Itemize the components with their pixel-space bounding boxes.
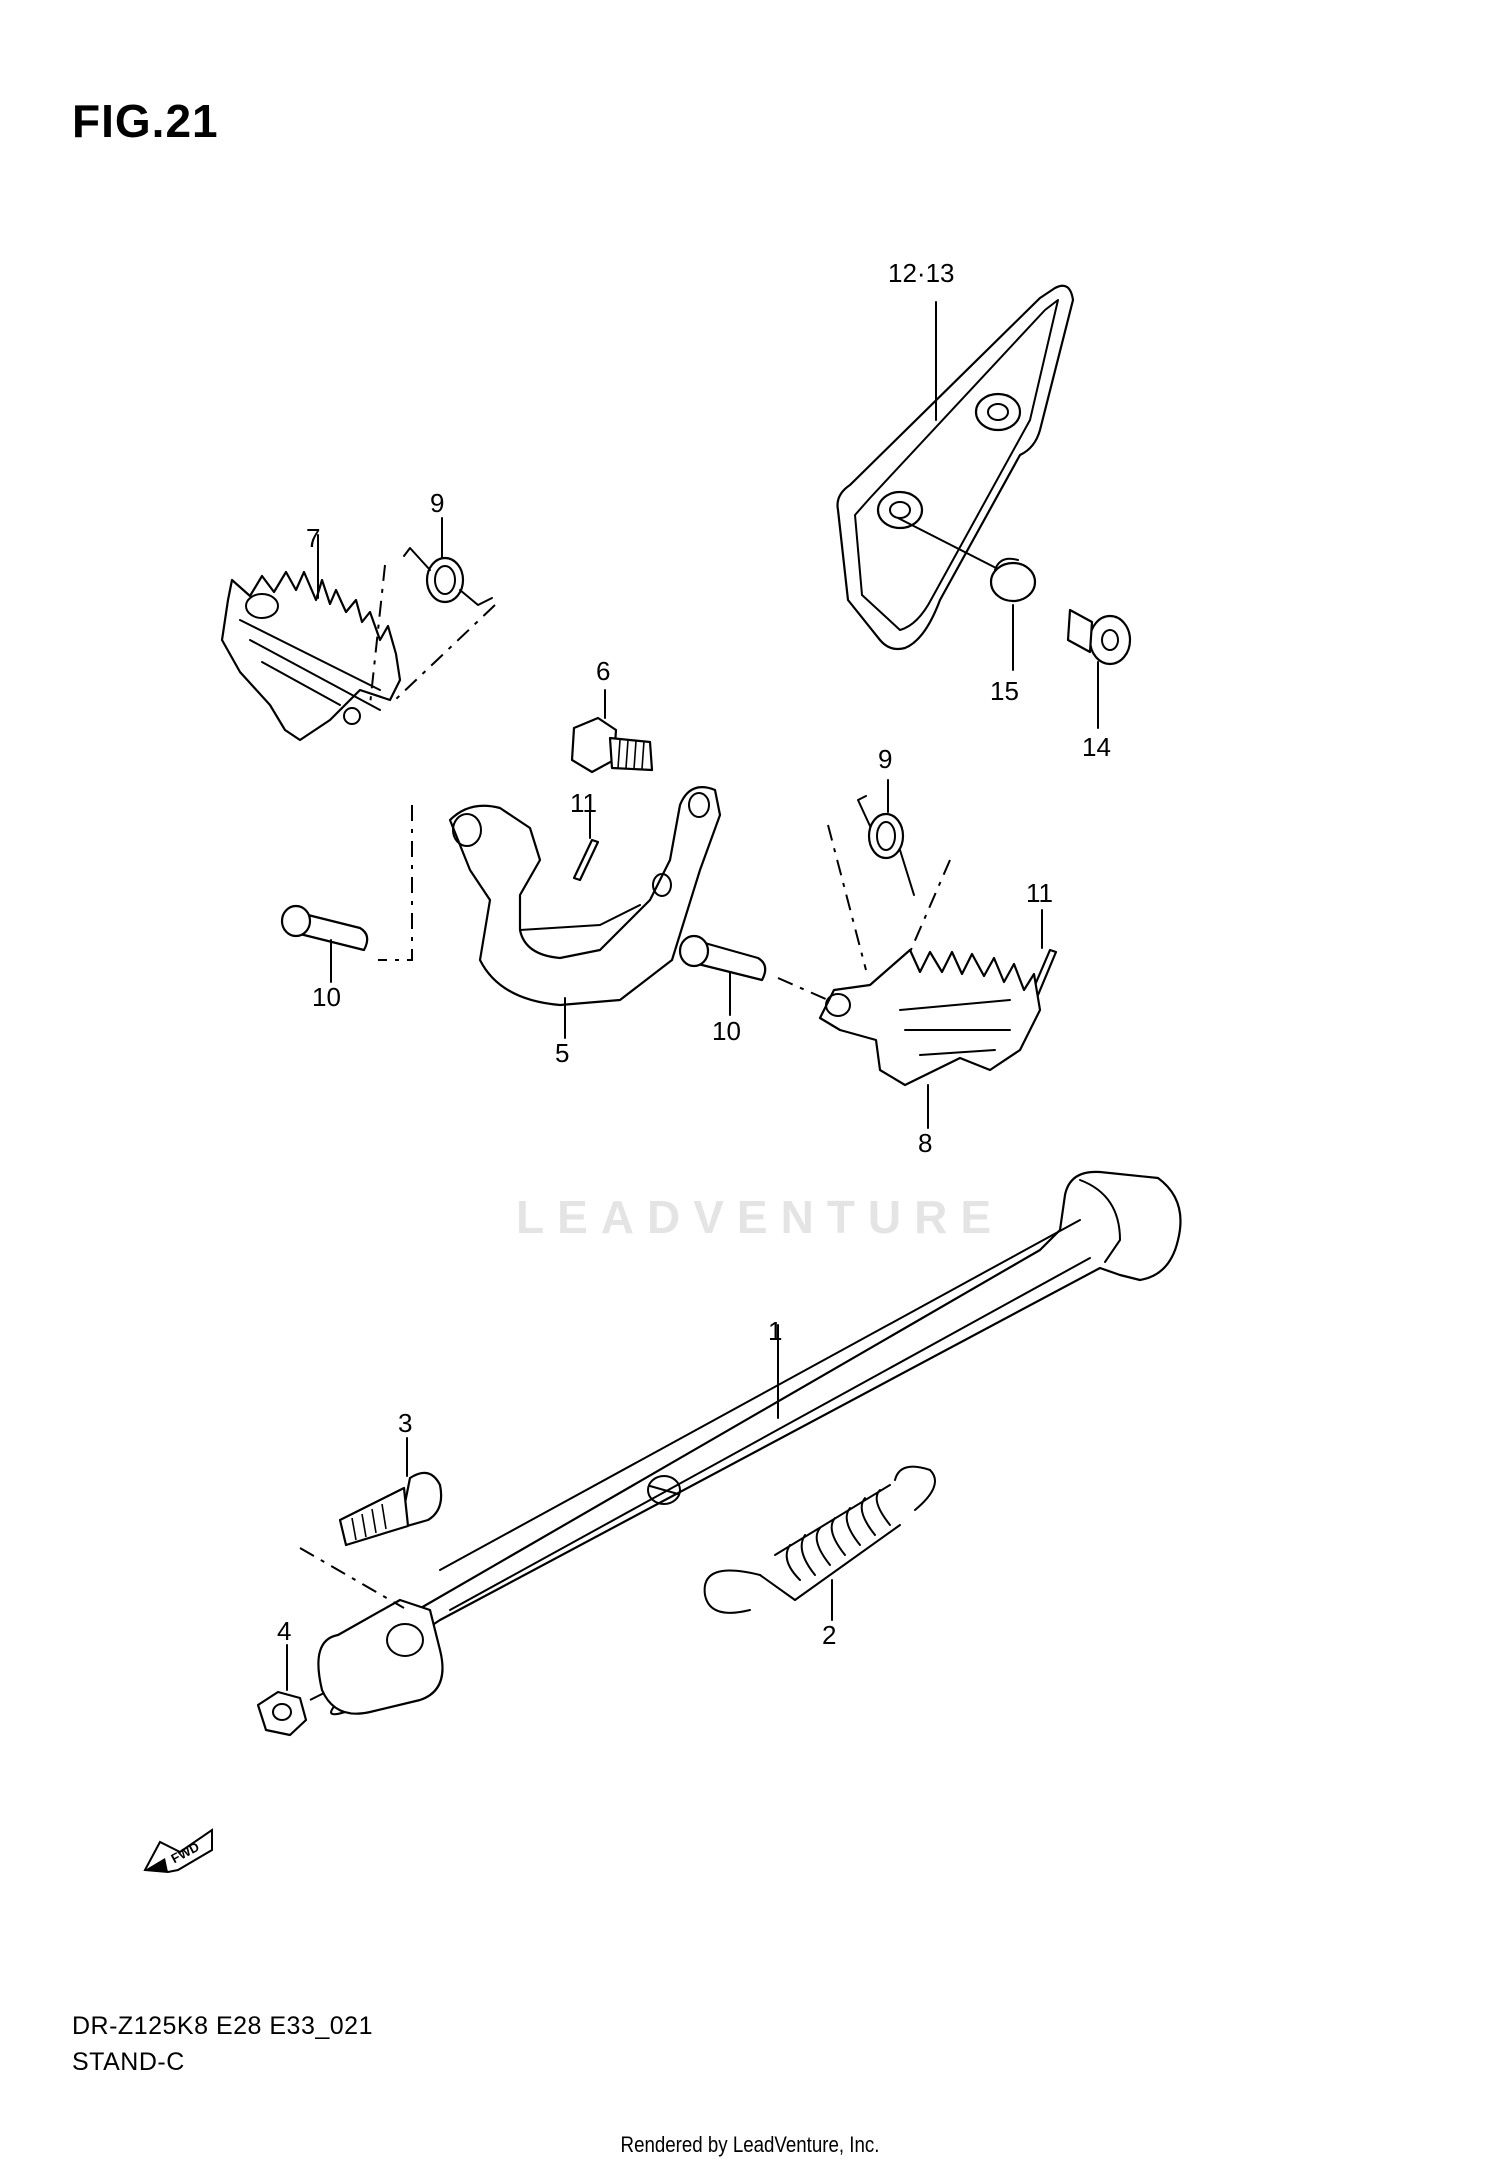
forward-arrow-icon: FWD	[143, 1828, 213, 1874]
right-footrest[interactable]	[818, 948, 1042, 1087]
callout-9-lower[interactable]: 9	[878, 744, 892, 774]
callout-14[interactable]: 14	[1082, 732, 1111, 762]
side-stand[interactable]	[317, 1170, 1182, 1716]
frame-cover-plate[interactable]	[836, 284, 1075, 651]
callout-1[interactable]: 1	[768, 1316, 782, 1346]
callout-11-lower[interactable]: 11	[1026, 878, 1053, 908]
callout-7[interactable]: 7	[306, 523, 320, 553]
collar-bolt[interactable]	[1066, 608, 1132, 666]
callout-15[interactable]: 15	[990, 676, 1019, 706]
callout-3[interactable]: 3	[398, 1408, 412, 1438]
callout-5[interactable]: 5	[555, 1038, 569, 1068]
callout-4[interactable]: 4	[277, 1616, 291, 1646]
callout-10-right[interactable]: 10	[712, 1016, 741, 1046]
footrest-pin-left[interactable]	[280, 904, 369, 952]
section-name: STAND-C	[72, 2048, 185, 2076]
callout-6[interactable]: 6	[596, 656, 610, 686]
footer-credit: Rendered by LeadVenture, Inc.	[620, 2132, 880, 2157]
callout-2[interactable]: 2	[822, 1620, 836, 1650]
stand-spring[interactable]	[703, 1465, 936, 1614]
footrest-pin-right[interactable]	[678, 934, 767, 982]
bolt[interactable]	[570, 716, 654, 774]
stand-nut[interactable]	[256, 1690, 308, 1737]
callout-9-upper[interactable]: 9	[430, 488, 444, 518]
callout-10-left[interactable]: 10	[312, 982, 341, 1012]
left-footrest[interactable]	[220, 570, 402, 742]
footrest-spring-right[interactable]	[857, 795, 915, 896]
footrest-spring-left[interactable]	[403, 547, 493, 606]
callout-1213[interactable]: 12·13	[888, 258, 955, 288]
model-code: DR-Z125K8 E28 E33_021	[72, 2012, 373, 2040]
cotter-pin-upper[interactable]	[572, 838, 600, 882]
callout-8[interactable]: 8	[918, 1128, 932, 1158]
grommet[interactable]	[989, 557, 1037, 603]
callout-11-upper[interactable]: 11	[570, 788, 597, 818]
footrest-bracket[interactable]	[448, 786, 722, 1007]
watermark-text: LEADVENTURE	[515, 1191, 1005, 1243]
figure-title: FIG.21	[72, 95, 219, 147]
stand-bolt[interactable]	[338, 1471, 443, 1547]
